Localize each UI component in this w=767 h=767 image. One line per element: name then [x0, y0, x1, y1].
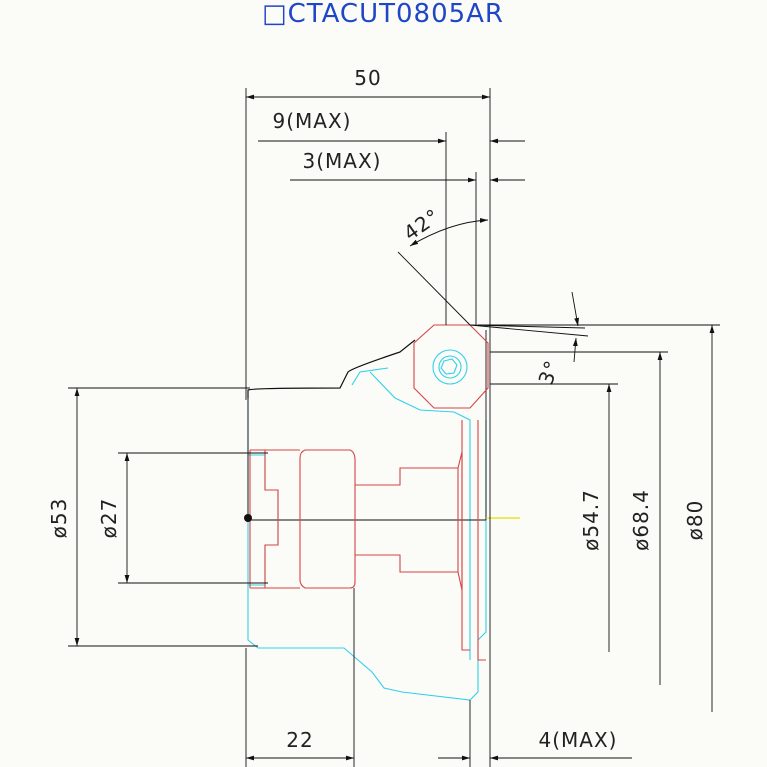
dim-label-dia547: ø54.7: [579, 489, 603, 551]
dim-label-22: 22: [286, 728, 313, 752]
dim-dia-53: ø53: [47, 387, 258, 647]
dim-dia-684: ø68.4: [490, 351, 668, 685]
dim-edge-max: 3(MAX): [290, 149, 525, 325]
dim-label-3max: 3(MAX): [303, 149, 382, 173]
dim-label-3deg: 3°: [533, 357, 564, 388]
dim-overall-width: 50: [245, 66, 491, 767]
insert-and-hub: [249, 324, 489, 661]
dim-dia-27: ø27: [97, 452, 268, 584]
dim-label-42deg: 42°: [399, 204, 444, 246]
dim-label-dia684: ø68.4: [629, 489, 653, 551]
dim-label-9max: 9(MAX): [273, 109, 352, 133]
dim-label-dia80: ø80: [683, 500, 707, 541]
cutter-body-black: [247, 330, 487, 521]
center-point: [244, 514, 252, 522]
clamp-screw-inner: [438, 355, 462, 379]
dim-label-dia27: ø27: [97, 498, 121, 539]
cutter-body-outline: [247, 349, 487, 701]
dim-hub-width: 22: [245, 588, 355, 767]
dim-label-4max: 4(MAX): [539, 728, 618, 752]
dim-dia-547: ø54.7: [490, 383, 618, 652]
drawing-title: □CTACUT0805AR: [262, 0, 504, 29]
dim-label-50: 50: [354, 66, 381, 90]
dim-dia-80: ø80: [478, 324, 720, 712]
dim-lead-angle: 42°: [397, 204, 489, 326]
dim-label-dia53: ø53: [47, 498, 71, 539]
dim-chamfer-max: 9(MAX): [258, 109, 525, 325]
dim-offset-max: 4(MAX): [438, 700, 632, 767]
clamp-screw-outer: [432, 349, 468, 385]
